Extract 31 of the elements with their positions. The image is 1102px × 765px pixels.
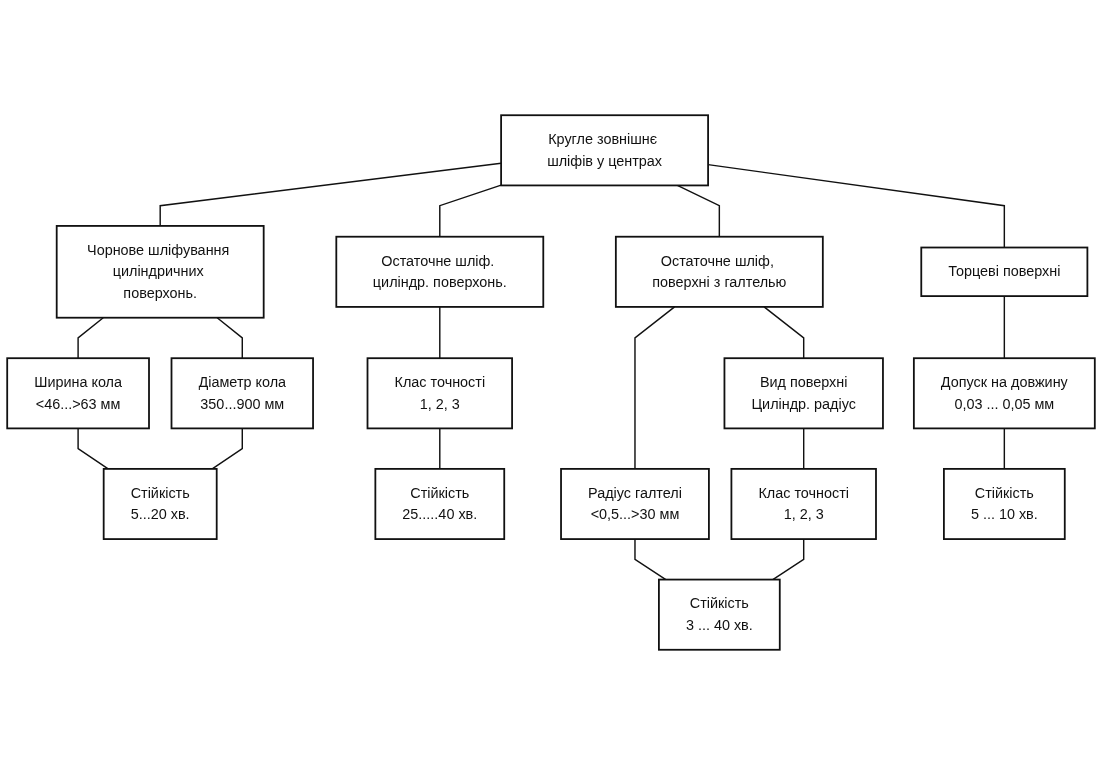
node-box: Вид поверхні Циліндр. радіус	[723, 357, 884, 430]
connector	[216, 317, 243, 359]
connector	[1003, 427, 1006, 470]
node-box: Діаметр кола 350...900 мм	[170, 357, 314, 430]
connector	[439, 184, 502, 238]
connector	[77, 317, 104, 359]
connector	[439, 306, 441, 359]
connector	[803, 427, 805, 470]
node-box: Кругле зовнішнє шліфів у центрах	[500, 114, 709, 187]
node-box: Стійкість 5...20 хв.	[102, 468, 218, 540]
node-box: Торцеві поверхні	[920, 246, 1089, 297]
node-box: Остаточне шліф, поверхні з галтелью	[614, 235, 824, 308]
connector	[634, 306, 676, 470]
node-box: Клас точності 1, 2, 3	[366, 357, 513, 430]
node-box: Чорнове шліфування циліндричних поверхонь.	[55, 225, 265, 319]
node-box: Радіус галтелі <0,5...>30 мм	[560, 468, 710, 540]
connector	[1003, 295, 1006, 359]
connector	[763, 306, 805, 359]
node-box: Стійкість 3 ... 40 хв.	[658, 578, 781, 651]
node-box: Ширина кола <46...>63 мм	[6, 357, 150, 430]
connector	[211, 427, 243, 470]
node-box: Допуск на довжину 0,03 ... 0,05 мм	[912, 357, 1096, 430]
node-box: Клас точності 1, 2, 3	[730, 468, 877, 540]
connector	[772, 538, 805, 581]
node-box: Стійкість 25.....40 хв.	[374, 468, 506, 540]
connector	[634, 538, 667, 581]
connector	[439, 427, 441, 470]
node-box: Стійкість 5 ... 10 хв.	[943, 468, 1066, 540]
connector	[77, 427, 109, 470]
connector	[159, 162, 502, 227]
node-box: Остаточне шліф. циліндр. поверхонь.	[335, 235, 545, 308]
